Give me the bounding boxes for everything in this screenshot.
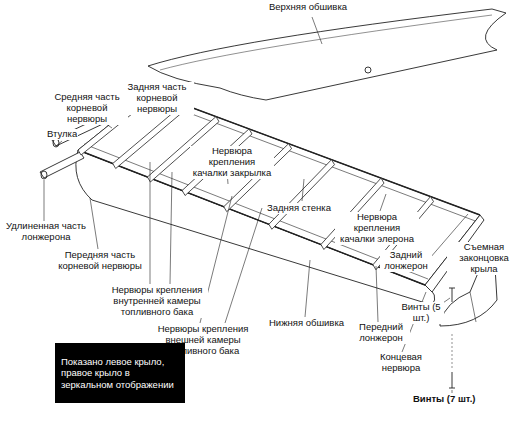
part-label: Нижняя обшивка	[268, 318, 345, 329]
part-label: Концевая нервюра	[372, 352, 430, 374]
part-label: Задняя часть корневой нервюры	[120, 82, 194, 115]
part-label: Верхняя обшивка	[268, 2, 348, 13]
part-label: Передняя часть корневой нервюры	[56, 250, 144, 272]
note-box: Показано левое крыло, правое крыло в зер…	[55, 343, 185, 403]
part-label: Задняя стенка	[266, 203, 332, 214]
part-label: Нервюра крепления качалки закрылка	[190, 146, 274, 179]
rib	[269, 160, 335, 230]
part-label: Нервюры крепления внутренней камеры топл…	[106, 285, 208, 318]
part-label: Задний лонжерон	[380, 250, 432, 272]
part-label: Втулка	[46, 129, 78, 140]
part-label: Винты (7 шт.)	[412, 394, 476, 405]
part-label: Удлиненная часть лонжерона	[4, 221, 88, 243]
part-label: Винты (5 шт.)	[398, 302, 444, 324]
part-label: Съемная законцовка крыла	[447, 242, 521, 275]
part-label: Нервюра крепления качалки элерона	[335, 212, 419, 245]
note-text: Показано левое крыло, правое крыло в зер…	[61, 356, 179, 390]
part-label: Средняя часть корневой нервюры	[46, 92, 128, 125]
part-label: Передний лонжерон	[352, 322, 410, 344]
